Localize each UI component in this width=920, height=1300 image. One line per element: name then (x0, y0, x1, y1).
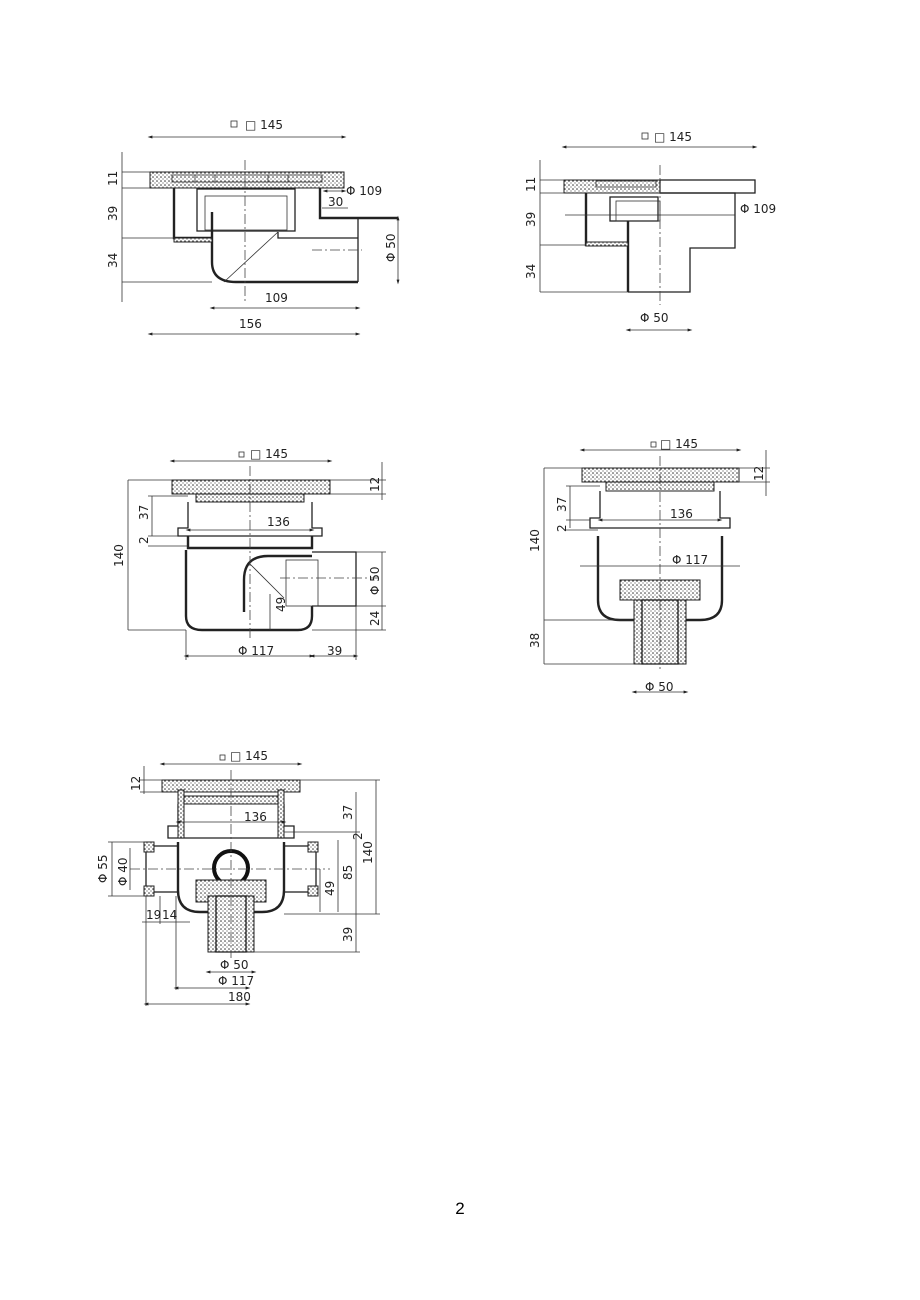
drawing-3-pipe-height-label: 49 (274, 597, 288, 612)
drawing-1-pipe-diameter-label: Φ 50 (384, 233, 398, 262)
drawing-5-total-width-label: 180 (228, 990, 251, 1004)
drawing-3-side-width-label: 39 (327, 644, 342, 658)
drawing-2-outlet-diameter-label: Φ 109 (740, 202, 776, 216)
drawing-5-inner-width-label: 136 (244, 810, 267, 824)
drawing-1-outline (149, 171, 398, 284)
drawing-4-top-width-label: □ 145 (660, 437, 698, 451)
drawing-4-body-diameter-label: Φ 117 (672, 553, 708, 567)
drawing-4-flange-height-label: 2 (555, 524, 569, 532)
drawing-5-body-diameter-label: Φ 117 (218, 974, 254, 988)
drawing-1-side-outlet-gully: □ 145 Φ 109 30 Φ 50 109 156 11 39 34 (106, 118, 400, 336)
drawing-5-total-height-label: 140 (361, 841, 375, 864)
drawing-2-top-width-label: □ 145 (654, 130, 692, 144)
drawing-3-outline (171, 479, 357, 632)
drawing-2-body-height-label: 39 (524, 212, 538, 227)
drawing-3-top-width-label: □ 145 (250, 447, 288, 461)
drawing-5-upper-height-label: 37 (341, 805, 355, 820)
drawing-5-pipe-diameter-label: Φ 50 (220, 958, 249, 972)
drawing-5-grate-height-label: 12 (129, 776, 143, 791)
drawing-3-pipe-diameter-label: Φ 50 (368, 566, 382, 595)
drawing-4-pipe-diameter-label: Φ 50 (645, 680, 674, 694)
drawing-4-vertical-outlet-trap: □ 145 136 Φ 117 Φ 50 12 140 38 37 2 (528, 437, 770, 694)
drawing-1-grate-height-label: 11 (106, 171, 120, 186)
drawing-4-grate-height-label: 12 (752, 466, 766, 481)
drawing-5-top-width-label: □ 145 (230, 749, 268, 763)
drawing-1-body-height-label: 39 (106, 206, 120, 221)
drawing-2-outline (563, 179, 756, 293)
drawing-5-bottom-height-label: 39 (341, 927, 355, 942)
drawing-5-pipe-height-label: 49 (323, 881, 337, 896)
drawing-1-top-width-label: □ 145 (245, 118, 283, 132)
drawing-2-pipe-diameter-label: Φ 50 (640, 311, 669, 325)
page-number: 2 (455, 1199, 465, 1218)
drawing-5-side-inner-diameter-label: Φ 40 (116, 857, 130, 886)
drawing-4-total-height-label: 140 (528, 529, 542, 552)
drawing-3-body-diameter-label: Φ 117 (238, 644, 274, 658)
drawing-5-mid-height-label: 85 (341, 865, 355, 880)
drawing-2-grate-height-label: 11 (524, 177, 538, 192)
drawing-3-side-outlet-trap: □ 145 136 12 Φ 50 24 49 Φ 117 39 140 37 … (112, 447, 386, 660)
drawing-1-bottom-height-label: 34 (106, 253, 120, 268)
drawing-4-bottom-height-label: 38 (528, 633, 542, 648)
drawing-4-inner-width-label: 136 (670, 507, 693, 521)
drawing-3-upper-height-label: 37 (137, 505, 151, 520)
drawing-2-bottom-height-label: 34 (524, 264, 538, 279)
drawing-5-side-width-1-label: 19 (146, 908, 161, 922)
drawing-5-flange-height-label: 2 (351, 832, 365, 840)
drawing-3-flange-height-label: 2 (137, 536, 151, 544)
drawing-5-side-inlet-trap: □ 145 136 12 Φ 55 Φ 40 37 2 39 140 85 49… (96, 749, 380, 1006)
drawing-1-outlet-diameter-label: Φ 109 (346, 184, 382, 198)
drawing-1-offset-label: 30 (328, 195, 343, 209)
drawing-5-side-width-2-label: 14 (162, 908, 177, 922)
drawing-5-side-outer-diameter-label: Φ 55 (96, 854, 110, 883)
drawing-3-inner-width-label: 136 (267, 515, 290, 529)
drawing-3-total-height-label: 140 (112, 544, 126, 567)
drawing-3-pipe-bottom-height-label: 24 (368, 611, 382, 626)
drawing-1-inner-length-label: 109 (265, 291, 288, 305)
drawing-3-grate-height-label: 12 (368, 477, 382, 492)
drawing-4-upper-height-label: 37 (555, 497, 569, 512)
drawing-1-total-length-label: 156 (239, 317, 262, 331)
drawing-2-vertical-outlet-gully: □ 145 Φ 109 Φ 50 11 39 34 (524, 130, 776, 332)
